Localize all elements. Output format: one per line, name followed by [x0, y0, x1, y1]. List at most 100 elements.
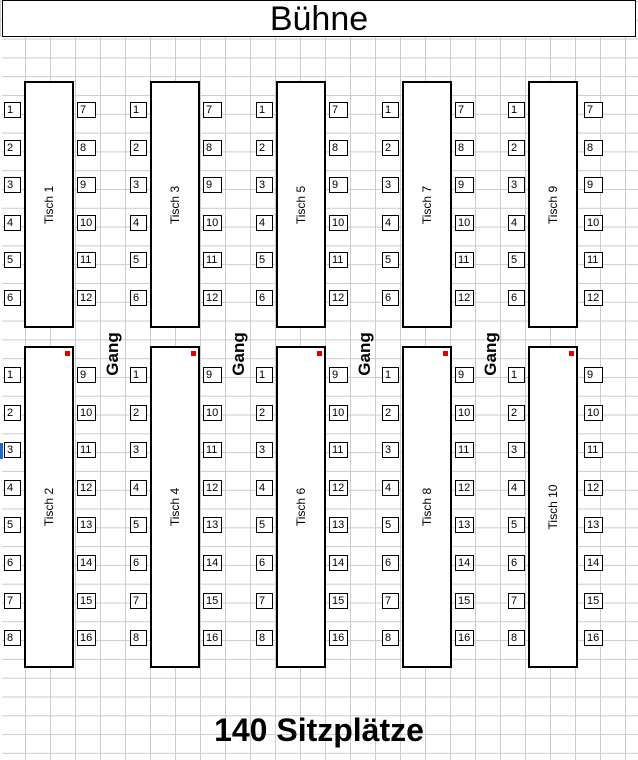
top-row-table[interactable]: Tisch 9	[528, 81, 578, 328]
seat-number: 8	[584, 139, 603, 156]
seat-number: 3	[256, 442, 273, 459]
seat-number: 1	[382, 102, 399, 118]
seat-number: 4	[4, 479, 21, 496]
seat-number: 1	[4, 102, 21, 118]
aisle-text: Gang	[103, 332, 122, 376]
top-row-table[interactable]: Tisch 1	[24, 81, 74, 328]
seat-number: 7	[130, 592, 147, 609]
comment-marker-icon	[65, 351, 70, 356]
table-label: Tisch 4	[168, 487, 182, 527]
seat-number: 6	[4, 290, 21, 306]
seat-number: 7	[455, 102, 474, 118]
bottom-row-table[interactable]: Tisch 6	[276, 346, 326, 668]
seat-number: 8	[130, 630, 147, 647]
seat-number: 2	[256, 404, 273, 421]
seat-number: 2	[382, 404, 399, 421]
seat-number: 1	[130, 367, 147, 383]
seat-number: 8	[4, 630, 21, 647]
seat-number: 6	[256, 290, 273, 306]
seat-number: 13	[455, 517, 474, 534]
seat-number: 9	[77, 177, 96, 194]
top-row-table[interactable]: Tisch 3	[150, 81, 200, 328]
table-label: Tisch 10	[546, 484, 560, 530]
seat-number: 1	[508, 367, 525, 383]
seat-number: 6	[130, 555, 147, 571]
seat-number: 2	[130, 404, 147, 421]
top-row-table[interactable]: Tisch 5	[276, 81, 326, 328]
seat-number: 7	[329, 102, 348, 118]
seat-number: 5	[256, 252, 273, 269]
seat-number: 6	[130, 290, 147, 306]
seat-number: 10	[77, 214, 96, 231]
seat-number: 1	[4, 367, 21, 383]
bottom-row-table[interactable]: Tisch 4	[150, 346, 200, 668]
seat-number: 9	[77, 367, 96, 383]
seat-number: 8	[77, 139, 96, 156]
aisle-text: Gang	[481, 332, 500, 376]
seat-number: 3	[508, 177, 525, 194]
seat-number: 9	[203, 367, 222, 383]
seat-number: 5	[508, 252, 525, 269]
seat-number: 7	[203, 102, 222, 118]
seat-number: 3	[382, 442, 399, 459]
table-label: Tisch 8	[420, 487, 434, 527]
seat-number: 14	[455, 555, 474, 571]
seat-number: 4	[382, 479, 399, 496]
seat-number: 13	[584, 517, 603, 534]
stage-banner: Bühne	[2, 0, 636, 38]
seat-number: 8	[203, 139, 222, 156]
table-label: Tisch 6	[294, 487, 308, 527]
aisle-text: Gang	[355, 332, 374, 376]
seat-number: 2	[4, 404, 21, 421]
bottom-row-table[interactable]: Tisch 2	[24, 346, 74, 668]
bottom-row-table[interactable]: Tisch 10	[528, 346, 578, 668]
seat-number: 6	[4, 555, 21, 571]
seat-number: 3	[256, 177, 273, 194]
seat-number: 10	[584, 404, 603, 421]
seat-number: 3	[382, 177, 399, 194]
seat-number: 10	[329, 404, 348, 421]
seat-number: 6	[382, 290, 399, 306]
seat-number: 15	[584, 592, 603, 609]
seat-number: 7	[382, 592, 399, 609]
seat-number: 6	[508, 555, 525, 571]
seat-number: 8	[508, 630, 525, 647]
seat-number: 7	[4, 592, 21, 609]
seat-number: 16	[455, 630, 474, 647]
aisle-label: Gang	[354, 329, 376, 379]
seat-number: 11	[77, 442, 96, 459]
seat-number: 2	[130, 139, 147, 156]
seat-number: 8	[256, 630, 273, 647]
seat-number: 10	[329, 214, 348, 231]
seat-number: 5	[4, 517, 21, 534]
seat-number: 2	[382, 139, 399, 156]
seat-number: 15	[77, 592, 96, 609]
seat-number: 9	[203, 177, 222, 194]
top-row-table[interactable]: Tisch 7	[402, 81, 452, 328]
seat-number: 9	[455, 177, 474, 194]
seat-number: 10	[77, 404, 96, 421]
seat-number: 9	[329, 367, 348, 383]
seat-number: 9	[455, 367, 474, 383]
seat-number: 12	[455, 479, 474, 496]
seat-number: 5	[508, 517, 525, 534]
seat-number: 4	[130, 214, 147, 231]
seat-number: 3	[130, 177, 147, 194]
seat-number: 9	[329, 177, 348, 194]
seat-number: 6	[256, 555, 273, 571]
seat-number: 15	[203, 592, 222, 609]
seat-number: 3	[130, 442, 147, 459]
seat-number: 3	[4, 442, 21, 459]
seat-number: 6	[508, 290, 525, 306]
table-label: Tisch 9	[546, 185, 560, 224]
seat-number: 1	[508, 102, 525, 118]
seat-number: 12	[329, 290, 348, 306]
seat-number: 12	[203, 290, 222, 306]
seat-number: 12	[77, 479, 96, 496]
seat-number: 11	[584, 442, 603, 459]
seat-number: 8	[329, 139, 348, 156]
bottom-row-table[interactable]: Tisch 8	[402, 346, 452, 668]
seat-number: 12	[203, 479, 222, 496]
seat-number: 4	[256, 479, 273, 496]
